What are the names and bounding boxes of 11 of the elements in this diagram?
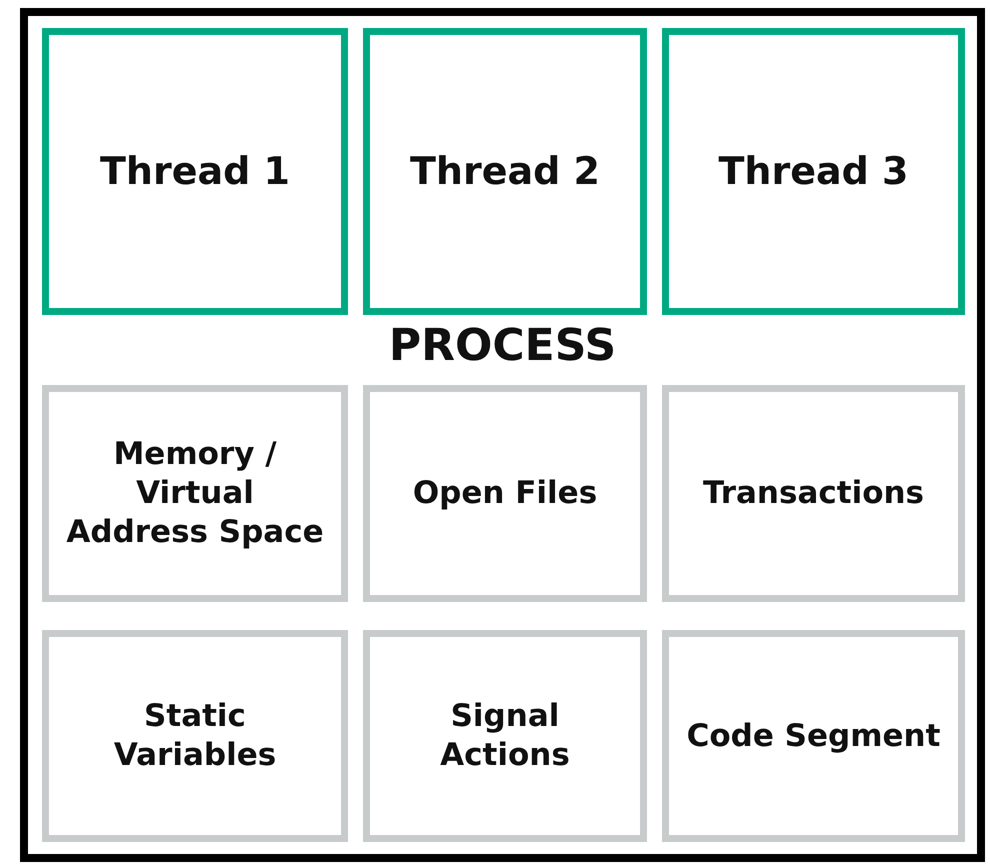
resource-box: Signal Actions (363, 630, 647, 842)
resource-box: Open Files (363, 385, 647, 602)
process-box (20, 8, 985, 862)
thread-box: Thread 2 (363, 28, 647, 315)
resource-box: Static Variables (42, 630, 348, 842)
resource-box: Code Segment (662, 630, 965, 842)
thread-box: Thread 3 (662, 28, 965, 315)
resource-box: Transactions (662, 385, 965, 602)
thread-box: Thread 1 (42, 28, 348, 315)
resource-box: Memory / Virtual Address Space (42, 385, 348, 602)
process-title: PROCESS (388, 319, 616, 373)
